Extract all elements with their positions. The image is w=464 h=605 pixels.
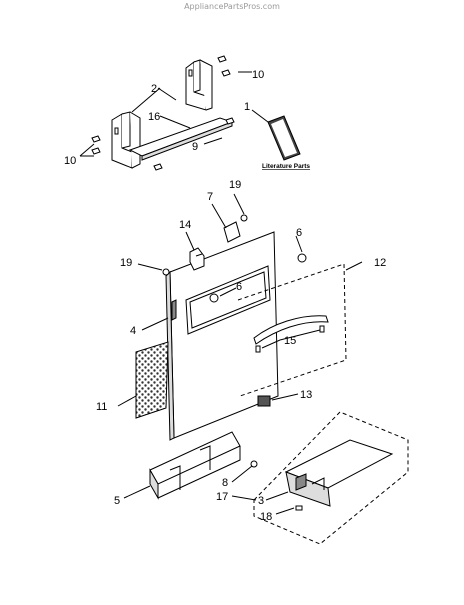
callout-4: 4 bbox=[130, 325, 136, 337]
toe-kick-bracket bbox=[149, 431, 241, 500]
callout-19-left: 19 bbox=[120, 257, 132, 269]
callout-7: 7 bbox=[207, 191, 213, 203]
hinge-part-7 bbox=[223, 221, 241, 243]
kickplate-group-box bbox=[253, 411, 409, 545]
callout-13: 13 bbox=[300, 389, 312, 401]
callout-8: 8 bbox=[222, 477, 228, 489]
callout-11: 11 bbox=[96, 401, 107, 413]
callout-14: 14 bbox=[179, 219, 191, 231]
bumper-6-right bbox=[297, 253, 307, 263]
callout-10-left: 10 bbox=[64, 155, 76, 167]
callout-1: 1 bbox=[244, 101, 250, 113]
screw-8 bbox=[250, 460, 258, 468]
callouts: 2 16 9 10 10 1 Literature Parts 7 19 14 … bbox=[64, 69, 386, 523]
bracket-13 bbox=[257, 395, 271, 407]
literature-parts-label: Literature Parts bbox=[262, 163, 310, 170]
screw-19-left bbox=[162, 268, 170, 276]
callout-6-right: 6 bbox=[296, 227, 302, 239]
callout-5: 5 bbox=[114, 495, 120, 507]
right-bracket bbox=[185, 59, 213, 111]
callout-3: 3 bbox=[258, 495, 264, 507]
insulation-panel bbox=[135, 341, 169, 419]
callout-9: 9 bbox=[192, 141, 198, 153]
literature-booklet bbox=[267, 115, 301, 161]
callout-6-left: 6 bbox=[236, 281, 242, 293]
callout-12: 12 bbox=[374, 257, 386, 269]
left-bracket bbox=[111, 111, 141, 169]
watermark: AppliancePartsPros.com bbox=[184, 2, 280, 11]
handle-screws bbox=[255, 325, 325, 353]
outer-door-panel bbox=[165, 231, 279, 441]
callout-16: 16 bbox=[148, 111, 160, 123]
callout-15: 15 bbox=[284, 335, 296, 347]
callout-17: 17 bbox=[216, 491, 228, 503]
callout-18: 18 bbox=[260, 511, 272, 523]
bumper-6-left bbox=[209, 293, 219, 303]
screw-19-top bbox=[240, 214, 248, 222]
callout-10-top: 10 bbox=[252, 69, 264, 81]
callout-2: 2 bbox=[151, 83, 157, 95]
clip-18 bbox=[295, 505, 303, 511]
latch-clip bbox=[189, 247, 205, 271]
callout-19-top: 19 bbox=[229, 179, 241, 191]
leader-lines bbox=[79, 71, 363, 515]
screw-set-top bbox=[91, 55, 235, 171]
door-handle bbox=[253, 315, 329, 345]
cross-rail bbox=[128, 117, 234, 161]
kickplate bbox=[284, 439, 394, 507]
